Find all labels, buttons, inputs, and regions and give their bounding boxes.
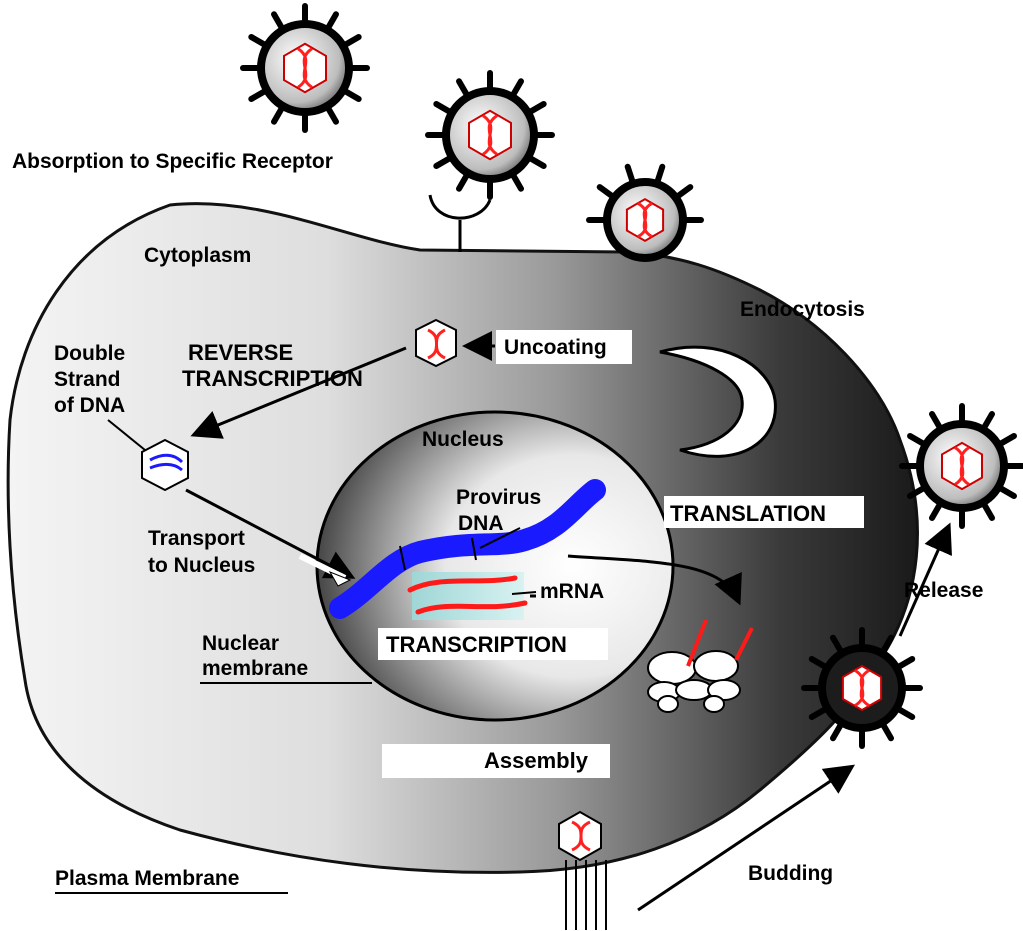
label-double-strand-2: Strand [54,368,121,391]
mrna-pointer [511,591,537,595]
mrna-strand-2 [415,600,528,615]
label-provirus-1: Provirus [456,486,541,509]
label-cytoplasm: Cytoplasm [144,244,251,267]
label-transcription: TRANSCRIPTION [386,632,567,657]
label-endocytosis: Endocytosis [740,298,865,321]
label-nucleus: Nucleus [422,428,504,451]
uncoated-capsid [415,318,457,368]
assembly-box [382,744,610,778]
label-assembly: Assembly [484,748,589,773]
label-plasma-membrane: Plasma Membrane [55,867,239,890]
virion-released [899,403,1023,529]
mrna-strand-1 [407,575,518,593]
endocytosis-vesicle [659,345,777,458]
arrows [185,331,952,912]
virion-top-middle [425,70,555,200]
double-strand-pointer [107,419,146,451]
assembly-capsid [558,810,607,930]
virion-endocytosing [586,163,704,262]
label-nuclear-1: Nuclear [202,632,279,655]
label-translation: TRANSLATION [670,501,826,526]
peptide-chain-1 [686,619,708,667]
peptide-chain-2 [734,627,754,661]
label-reverse-1: REVERSE [188,340,293,365]
label-transport-1: Transport [148,527,245,550]
label-release: Release [904,579,983,602]
virion-top-left [240,3,370,133]
nucleus [315,410,675,722]
uncoating-box [496,330,632,364]
label-reverse-2: TRANSCRIPTION [182,366,363,391]
double-strand-dna-capsid [141,438,189,492]
label-double-strand-3: of DNA [54,394,125,417]
label-uncoating: Uncoating [504,336,607,359]
translation-box [664,496,864,528]
provirus-dna-strand [329,479,606,619]
label-budding: Budding [748,862,833,885]
label-absorption: Absorption to Specific Receptor [12,150,333,173]
label-nuclear-2: membrane [202,657,308,680]
ribosomes [647,650,741,713]
label-transport-2: to Nucleus [148,554,255,577]
transport-arrowhead-white [328,571,352,587]
transport-arrow-white [298,553,347,581]
label-mrna: mRNA [540,580,604,603]
label-provirus-2: DNA [458,512,504,535]
virion-budding [801,627,923,749]
label-double-strand-1: Double [54,342,125,365]
transcription-box [378,628,608,660]
cell-receptor [428,194,492,252]
provirus-pointer [479,527,521,549]
